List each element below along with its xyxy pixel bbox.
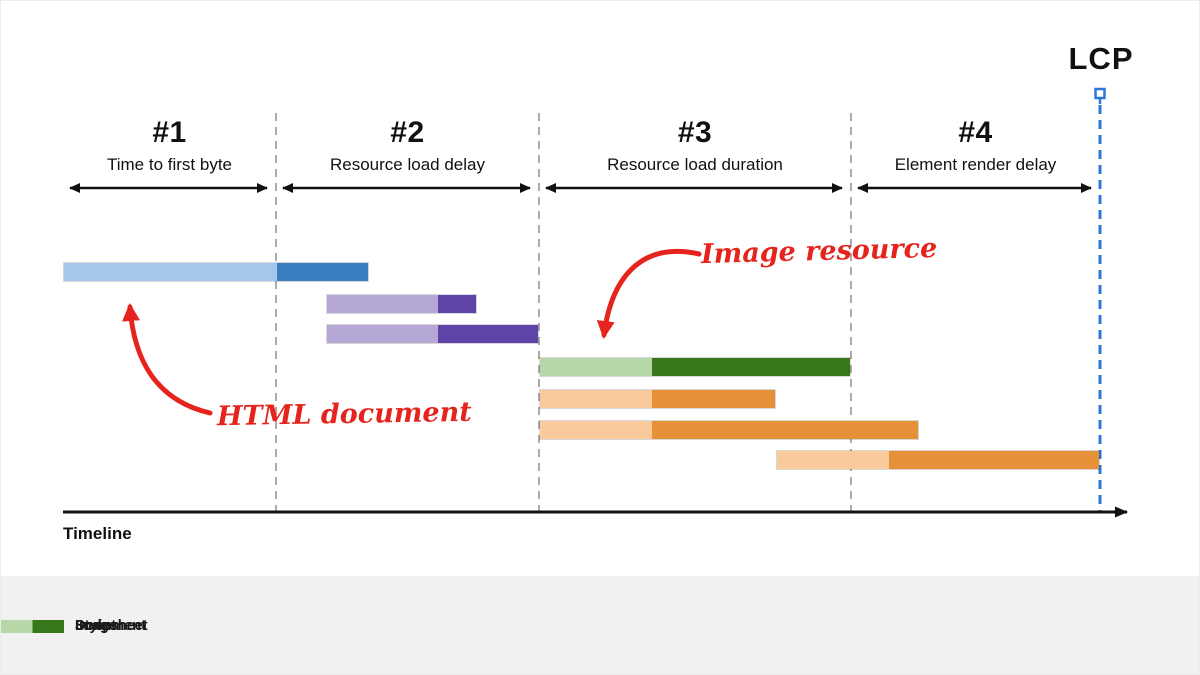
image-swatch-icon <box>1 619 64 633</box>
bar-image <box>539 357 851 377</box>
stylesheet-bar-dark-segment <box>438 325 538 343</box>
lcp-marker-icon <box>1094 87 1106 100</box>
phase-number: #1 <box>152 116 187 149</box>
stylesheet-bar-dark-segment <box>438 295 476 313</box>
bar-script <box>776 450 1100 470</box>
bar-script <box>539 389 776 409</box>
legend-strip <box>1 576 1199 674</box>
script-bar-light-segment <box>540 421 652 439</box>
phase-number: #2 <box>390 116 425 149</box>
html-document-arrow <box>122 303 213 416</box>
script-bar-light-segment <box>777 451 889 469</box>
image-bar-dark-segment <box>652 358 850 376</box>
html-document-annotation: HTML document <box>216 396 472 433</box>
legend-label-stylesheet: Stylesheet <box>75 618 148 634</box>
phase-number: #3 <box>677 116 713 149</box>
bar-stylesheet <box>326 294 477 314</box>
legend-item-image: Image <box>1 613 117 639</box>
phase-label: Resource load delay <box>330 155 485 174</box>
script-bar-dark-segment <box>889 451 1099 469</box>
phase-label: Resource load duration <box>607 155 783 174</box>
script-bar-dark-segment <box>652 390 775 408</box>
phase-label: Element render delay <box>894 155 1057 174</box>
stylesheet-bar-light-segment <box>327 325 438 343</box>
phase-label: Time to first byte <box>106 155 232 174</box>
legend-label-script: Script <box>75 618 117 634</box>
legend-label-image: Image <box>75 618 117 634</box>
document-bar-dark-segment <box>277 263 368 281</box>
stylesheet-bar-light-segment <box>327 295 438 313</box>
legend-label-document: Document <box>75 618 146 634</box>
image-resource-annotation: Image resource <box>700 232 938 271</box>
timeline-axis-label: Timeline <box>63 524 132 543</box>
image-bar-light-segment <box>540 358 652 376</box>
bar-stylesheet <box>326 324 539 344</box>
lcp-title: LCP <box>1068 41 1134 76</box>
phase-number: #4 <box>958 116 993 149</box>
image-resource-arrow <box>596 248 702 339</box>
bar-document <box>63 262 369 282</box>
document-bar-light-segment <box>64 263 277 281</box>
script-bar-dark-segment <box>652 421 918 439</box>
script-bar-light-segment <box>540 390 652 408</box>
bar-script <box>539 420 919 440</box>
